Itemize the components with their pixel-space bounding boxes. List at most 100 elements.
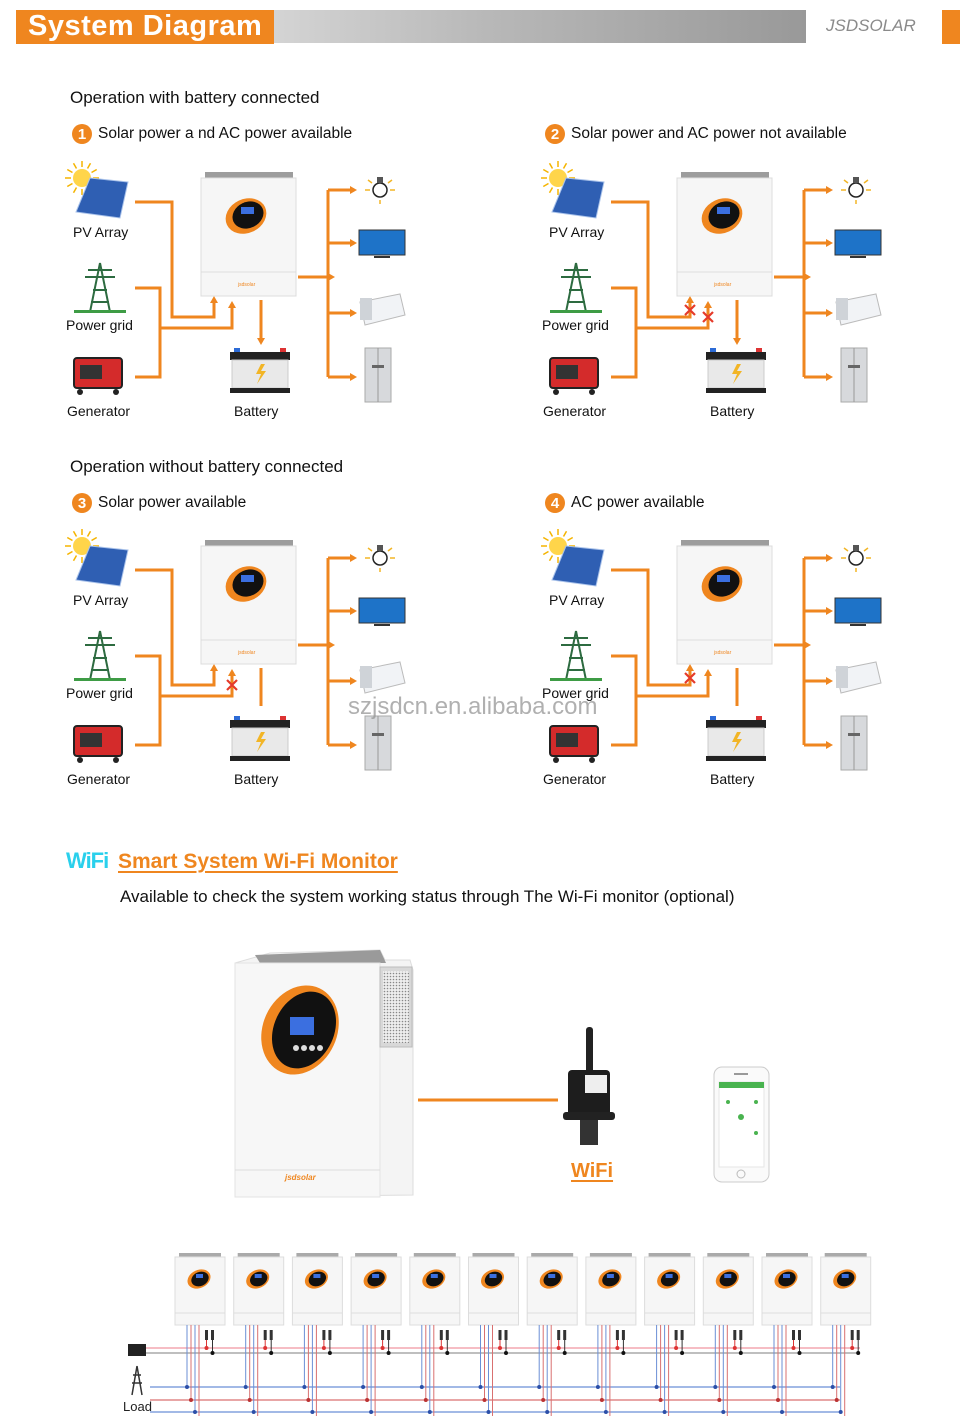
scenario-4-title: 4 AC power available xyxy=(545,493,705,513)
svg-text:jsdsolar: jsdsolar xyxy=(237,650,256,656)
inverter-large-icon: jsdsolar xyxy=(234,949,414,1198)
inverter-icon: jsdsolar xyxy=(200,172,297,297)
flow-lines xyxy=(135,186,357,381)
battery-bank-icon xyxy=(128,1344,146,1356)
solar-panel-icon xyxy=(541,529,605,587)
scenario-3-title: 3 Solar power available xyxy=(72,493,246,513)
watermark: szjsdcn.en.alibaba.com xyxy=(348,693,598,720)
parallel-inverter xyxy=(526,1253,578,1416)
parallel-inverter xyxy=(409,1253,461,1416)
svg-text:jsdsolar: jsdsolar xyxy=(237,282,256,288)
header-gradient-bar xyxy=(274,10,806,43)
battery-icon xyxy=(230,348,290,393)
television-icon xyxy=(834,597,882,626)
refrigerator-icon xyxy=(364,715,392,771)
grid-flow-line xyxy=(135,286,234,379)
pv-array-label: PV Array xyxy=(549,224,604,240)
power-grid-label: Power grid xyxy=(542,317,609,333)
generator-label: Generator xyxy=(67,403,130,419)
refrigerator-icon xyxy=(840,715,868,771)
solar-panel-icon xyxy=(65,529,129,587)
pv-flow-line xyxy=(135,568,216,687)
power-tower-icon xyxy=(550,630,602,681)
battery-icon xyxy=(706,716,766,761)
scenario-badge: 1 xyxy=(72,124,92,144)
air-conditioner-icon xyxy=(835,293,882,326)
wifi-section-title: Smart System Wi-Fi Monitor xyxy=(118,850,398,873)
wifi-device-label: WiFi xyxy=(571,1160,614,1182)
header-title-bar xyxy=(16,10,274,44)
wifi-logo-icon: WiFi xyxy=(66,848,109,873)
power-grid-label: Power grid xyxy=(542,685,609,701)
air-conditioner-icon xyxy=(835,661,882,694)
flow-lines xyxy=(135,554,357,749)
blocked-x-icon xyxy=(684,672,696,684)
wifi-section-description: Available to check the system working st… xyxy=(120,887,735,906)
air-conditioner-icon xyxy=(359,661,406,694)
parallel-inverter xyxy=(820,1253,872,1416)
light-bulb-icon xyxy=(365,545,395,572)
pv-flow-line xyxy=(611,200,692,319)
scenario-title-text: Solar power available xyxy=(98,494,247,511)
pv-array-label: PV Array xyxy=(549,592,604,608)
parallel-system-diagram xyxy=(128,1253,872,1416)
brand-name: JSDSOLAR xyxy=(826,16,916,35)
inverter-icon: jsdsolar xyxy=(676,172,773,297)
load-bus-line xyxy=(774,558,806,745)
generator-label: Generator xyxy=(543,771,606,787)
refrigerator-icon xyxy=(364,347,392,403)
power-grid-label: Power grid xyxy=(66,317,133,333)
scenario-badge: 2 xyxy=(545,124,565,144)
flow-lines xyxy=(611,554,833,749)
generator-icon xyxy=(73,357,123,395)
parallel-inverter xyxy=(233,1253,285,1416)
parallel-inverter xyxy=(644,1253,696,1416)
blocked-x-icon xyxy=(702,311,714,323)
pv-array-label: PV Array xyxy=(73,224,128,240)
generator-icon xyxy=(549,357,599,395)
section-title-with-battery: Operation with battery connected xyxy=(70,88,320,107)
grid-tower-icon xyxy=(131,1365,143,1396)
svg-text:jsdsolar: jsdsolar xyxy=(713,282,732,288)
svg-text:jsdsolar: jsdsolar xyxy=(284,1173,317,1182)
parallel-inverter xyxy=(350,1253,402,1416)
page-title: System Diagram xyxy=(28,10,263,42)
scenario-title-text: AC power available xyxy=(571,494,705,511)
generator-icon xyxy=(549,725,599,763)
header-accent-tab xyxy=(942,10,960,44)
light-bulb-icon xyxy=(841,177,871,204)
parallel-inverter xyxy=(174,1253,226,1416)
parallel-inverter xyxy=(291,1253,343,1416)
power-grid-label: Power grid xyxy=(66,685,133,701)
television-icon xyxy=(358,229,406,258)
power-tower-icon xyxy=(74,262,126,313)
light-bulb-icon xyxy=(841,545,871,572)
load-bus-line xyxy=(298,190,330,377)
pv-array-label: PV Array xyxy=(73,592,128,608)
pv-flow-line xyxy=(611,568,692,687)
solar-panel-icon xyxy=(65,161,129,219)
wifi-monitor-illustration: jsdsolar xyxy=(234,949,770,1198)
section-title-without-battery: Operation without battery connected xyxy=(70,457,344,476)
scenario-2-title: 2 Solar power and AC power not available xyxy=(545,124,847,144)
battery-label: Battery xyxy=(710,771,754,787)
load-bus-line xyxy=(298,558,330,745)
parallel-inverter xyxy=(468,1253,519,1416)
power-tower-icon xyxy=(74,630,126,681)
grid-flow-line xyxy=(611,654,710,747)
inverter-icon: jsdsolar xyxy=(200,540,297,665)
battery-label: Battery xyxy=(234,403,278,419)
air-conditioner-icon xyxy=(359,293,406,326)
scenario-title-text: Solar power a nd AC power available xyxy=(98,125,353,142)
television-icon xyxy=(358,597,406,626)
power-tower-icon xyxy=(550,262,602,313)
parallel-inverter xyxy=(702,1253,754,1416)
refrigerator-icon xyxy=(840,347,868,403)
generator-label: Generator xyxy=(543,403,606,419)
light-bulb-icon xyxy=(365,177,395,204)
grid-flow-line xyxy=(611,286,710,379)
